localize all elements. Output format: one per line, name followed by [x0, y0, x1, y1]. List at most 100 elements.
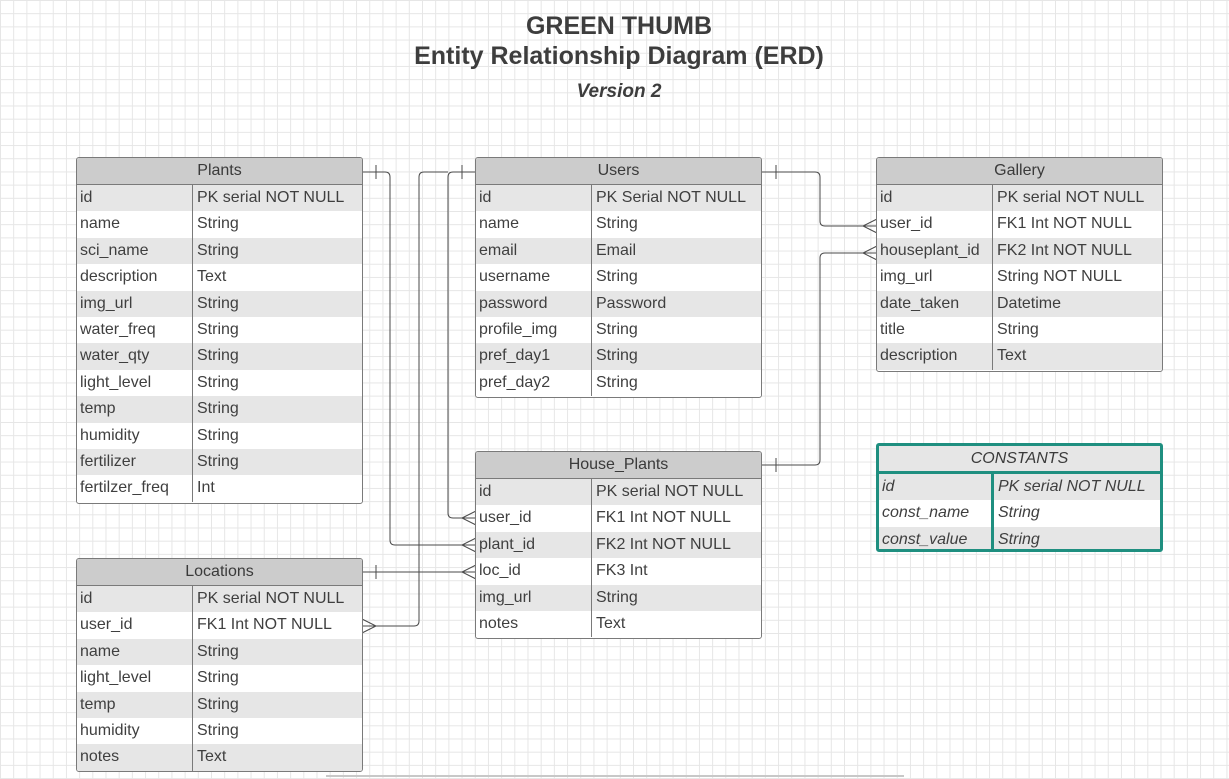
crow-foot-loc-user-id — [361, 618, 378, 634]
field-type: String — [197, 452, 239, 470]
field-type: PK serial NOT NULL — [197, 189, 345, 206]
field-name: user_id — [877, 211, 993, 238]
field-type: String — [197, 695, 239, 713]
field-type: Text — [197, 748, 227, 766]
field-name: profile_img — [476, 316, 592, 344]
field-name: password — [476, 290, 592, 317]
entity-header: House_Plants — [476, 452, 761, 479]
rel-users-gallery — [761, 171, 877, 227]
crow-foot-loc-id — [460, 564, 477, 580]
field-type: Password — [596, 294, 667, 312]
rel-houseplants-gallery — [761, 252, 877, 466]
field-name: temp — [77, 691, 193, 718]
field-name: const_name — [879, 500, 994, 527]
field-type: String — [197, 426, 239, 444]
field-name: plant_id — [476, 531, 592, 559]
field-type: PK Serial NOT NULL — [596, 189, 746, 206]
field-type: String — [596, 215, 638, 233]
field-type: String — [197, 347, 239, 365]
field-type: String — [197, 642, 239, 660]
entity-header: Plants — [77, 158, 362, 185]
field-type: String — [997, 320, 1039, 338]
field-name: username — [476, 264, 592, 291]
field-type: PK serial NOT NULL — [998, 478, 1146, 495]
field-name: img_url — [476, 584, 592, 611]
field-type: String — [998, 504, 1040, 522]
field-name: pref_day1 — [476, 343, 592, 370]
field-name: light_level — [77, 369, 193, 397]
crow-foot-plant-id — [460, 537, 477, 553]
field-type: String — [197, 320, 239, 338]
field-name: fertilizer — [77, 448, 193, 476]
field-type: FK1 Int NOT NULL — [197, 616, 332, 634]
field-name: user_id — [476, 505, 592, 532]
entity-header: Locations — [77, 559, 362, 586]
field-name: id — [476, 185, 592, 212]
field-type: String — [197, 373, 239, 391]
field-type: String — [197, 215, 239, 233]
field-name: img_url — [77, 290, 193, 317]
field-name: sci_name — [77, 237, 193, 265]
diagram-version: Version 2 — [576, 81, 662, 102]
field-type: FK2 Int NOT NULL — [997, 241, 1132, 259]
field-type: String — [998, 530, 1040, 548]
field-name: id — [77, 586, 193, 613]
field-type: Email — [596, 241, 637, 259]
field-name: id — [877, 185, 993, 212]
field-type: Text — [997, 347, 1027, 365]
field-type: String — [596, 320, 638, 338]
crow-foot-user-id — [460, 510, 477, 526]
field-type: Text — [197, 268, 227, 286]
field-name: fertilzer_freq — [77, 475, 193, 502]
field-type: FK1 Int NOT NULL — [596, 509, 731, 527]
field-type: String — [596, 268, 638, 286]
field-type: Datetime — [997, 294, 1062, 312]
field-type: String NOT NULL — [997, 268, 1123, 286]
rel-plants-houseplants — [362, 171, 476, 546]
field-type: String — [197, 294, 239, 312]
entity-header: Users — [476, 158, 761, 185]
field-name: const_value — [879, 526, 994, 549]
field-type: String — [197, 400, 239, 418]
field-name: id — [476, 479, 592, 506]
field-type: FK3 Int — [596, 562, 648, 580]
